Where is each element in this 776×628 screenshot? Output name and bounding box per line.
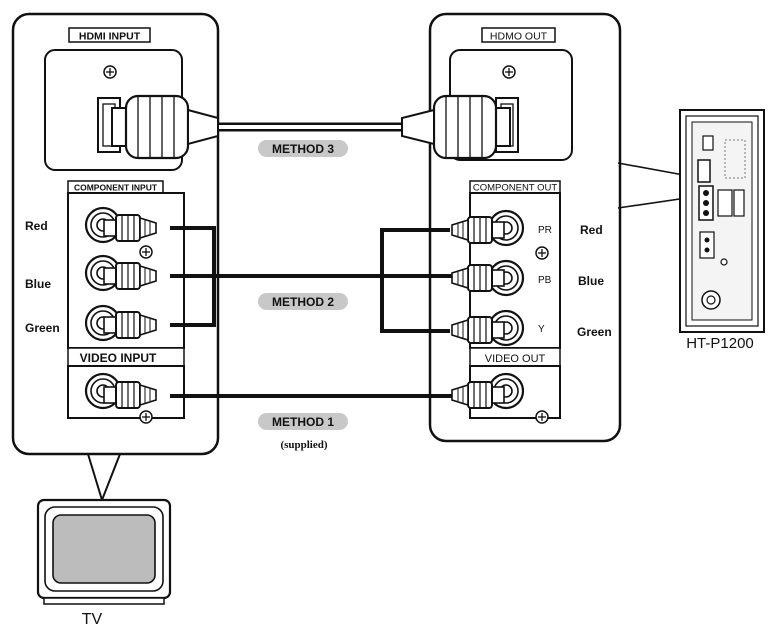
tv-callout-lines xyxy=(87,453,121,504)
video-input-header: VIDEO INPUT xyxy=(80,351,157,365)
method3-pill xyxy=(258,140,348,157)
player-row-green-label: Green xyxy=(577,325,612,339)
method1-note: (supplied) xyxy=(280,439,327,451)
hdmi-out-header-box xyxy=(481,27,556,43)
hdmi-out-header: HDMO OUT xyxy=(490,31,548,43)
component-input-header: COMPONENT INPUT xyxy=(74,183,158,193)
tv-icon xyxy=(36,498,172,605)
hdmi-input-header: HDMI INPUT xyxy=(79,31,141,43)
screw-icon xyxy=(535,246,549,260)
player-unit-icon xyxy=(679,109,765,333)
method1-label: METHOD 1 xyxy=(272,415,334,429)
method3-label: METHOD 3 xyxy=(272,142,334,156)
jack-label-y: Y xyxy=(538,324,545,335)
jack-label-pb: PB xyxy=(538,275,552,286)
tv-row-red-label: Red xyxy=(25,219,48,233)
video-out-header: VIDEO OUT xyxy=(485,353,546,365)
tv-row-green-label: Green xyxy=(25,321,60,335)
jack-label-pr: PR xyxy=(538,225,552,236)
player-row-red-label: Red xyxy=(580,223,603,237)
tv-label: TV xyxy=(82,611,103,628)
component-out-header: COMPONENT OUT xyxy=(473,183,557,194)
screw-icon xyxy=(139,245,153,259)
screw-icon xyxy=(535,410,549,424)
hdmi-input-header-box xyxy=(68,27,151,43)
method1-pill xyxy=(258,413,348,430)
player-label: HT-P1200 xyxy=(686,335,754,352)
screw-icon xyxy=(103,65,117,79)
tv-row-blue-label: Blue xyxy=(25,277,51,291)
component-cable xyxy=(103,214,505,344)
video-cable xyxy=(103,381,505,409)
player-row-blue-label: Blue xyxy=(578,274,604,288)
screw-icon xyxy=(502,65,516,79)
screw-icon xyxy=(139,410,153,424)
method2-label: METHOD 2 xyxy=(272,295,334,309)
hdmi-cable xyxy=(111,94,511,160)
method2-pill xyxy=(258,293,348,310)
